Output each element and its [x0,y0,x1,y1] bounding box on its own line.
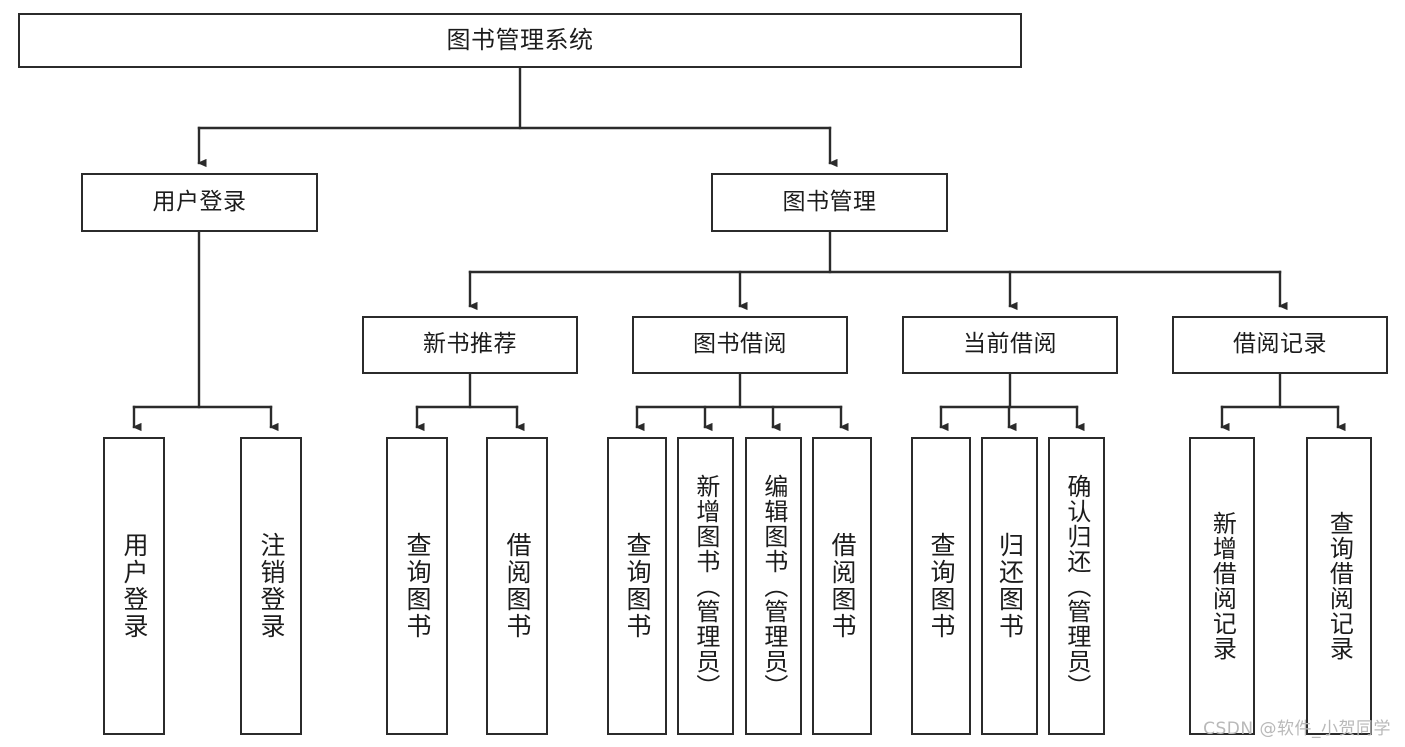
node-label: 借阅记录 [1233,331,1327,358]
node-leaf-query-books-borrow[interactable]: 查询图书 [607,437,667,735]
node-leaf-add-borrow-record[interactable]: 新增借阅记录 [1189,437,1255,735]
node-book-management[interactable]: 图书管理 [711,173,948,232]
node-label: 归还图书 [995,532,1025,640]
node-label: 新增借阅记录 [1208,511,1237,661]
node-label: 图书管理 [782,188,877,215]
node-label: 查询借阅记录 [1325,511,1354,661]
node-new-book-recommendation[interactable]: 新书推荐 [362,316,578,374]
node-current-borrowing[interactable]: 当前借阅 [902,316,1118,374]
node-borrow-records[interactable]: 借阅记录 [1172,316,1388,374]
node-label: 查询图书 [623,532,652,640]
node-label: 新书推荐 [423,331,517,358]
node-label: 编辑图书（管理员） [759,473,788,699]
watermark: CSDN @软件_小贺同学 [1203,719,1391,739]
node-leaf-edit-book-admin[interactable]: 编辑图书（管理员） [745,437,802,735]
node-leaf-borrow-books-new[interactable]: 借阅图书 [486,437,548,735]
node-leaf-borrow-books[interactable]: 借阅图书 [812,437,872,735]
node-leaf-query-books-current[interactable]: 查询图书 [911,437,971,735]
node-leaf-add-book-admin[interactable]: 新增图书（管理员） [677,437,734,735]
node-label: 借阅图书 [828,532,857,640]
node-leaf-return-books[interactable]: 归还图书 [981,437,1038,735]
node-label: 查询图书 [403,532,432,640]
node-leaf-query-borrow-record[interactable]: 查询借阅记录 [1306,437,1372,735]
node-label: 图书管理系统 [446,26,594,55]
node-label: 用户登录 [120,532,149,640]
node-leaf-query-books-new[interactable]: 查询图书 [386,437,448,735]
node-label: 确认归还（管理员） [1062,473,1091,699]
node-label: 图书借阅 [693,331,787,358]
node-user-login[interactable]: 用户登录 [81,173,318,232]
node-label: 用户登录 [152,188,247,215]
node-root-book-management-system[interactable]: 图书管理系统 [18,13,1022,68]
node-label: 当前借阅 [963,331,1057,358]
node-label: 注销登录 [257,532,286,640]
node-label: 新增图书（管理员） [691,473,720,699]
node-leaf-user-login[interactable]: 用户登录 [103,437,165,735]
node-label: 查询图书 [927,532,956,640]
node-label: 借阅图书 [503,532,532,640]
node-leaf-logout[interactable]: 注销登录 [240,437,302,735]
node-leaf-confirm-return-admin[interactable]: 确认归还（管理员） [1048,437,1105,735]
node-book-borrowing[interactable]: 图书借阅 [632,316,848,374]
